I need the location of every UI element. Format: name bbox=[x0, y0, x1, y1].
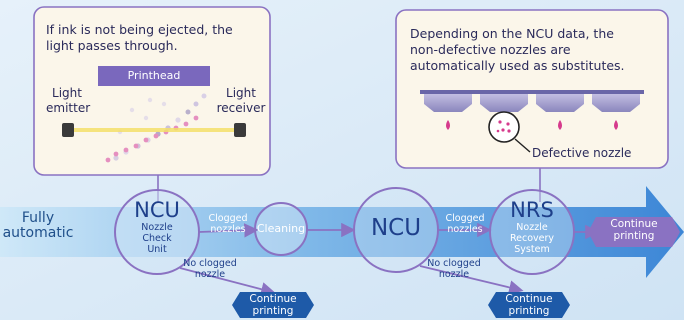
receiver-icon bbox=[234, 123, 246, 137]
automatic-label: automatic bbox=[2, 225, 74, 241]
continue-b1-line-2: printing bbox=[252, 305, 294, 317]
continue-printing-bottom-1 bbox=[232, 292, 314, 318]
no-clogged-2-line-2: nozzle bbox=[438, 269, 470, 280]
nrs-sub-1: Nozzle bbox=[516, 222, 548, 233]
arrow-to-cleaning bbox=[198, 223, 259, 238]
clogged-1-line-1: Clogged bbox=[208, 213, 248, 224]
ncu1-title: NCU bbox=[134, 198, 180, 222]
continue-b2-line-2: printing bbox=[508, 305, 550, 317]
right-callout-text: Depending on the NCU data, the non-defec… bbox=[410, 26, 625, 74]
continue-printing-bottom-2 bbox=[488, 292, 570, 318]
right-callout-line-3: automatically used as substitutes. bbox=[410, 58, 625, 73]
no-clogged-label-2: No clogged nozzle bbox=[424, 258, 484, 280]
printhead-bar bbox=[98, 66, 210, 86]
nrs-sub-3: System bbox=[514, 244, 550, 255]
nrs-sub-2: Recovery bbox=[509, 233, 555, 244]
clogged-label-1: Clogged nozzles bbox=[200, 213, 256, 235]
emitter-icon bbox=[62, 123, 74, 137]
defective-nozzle-label: Defective nozzle bbox=[532, 146, 632, 160]
right-callout-line-1: Depending on the NCU data, the bbox=[410, 26, 614, 41]
emitter-label: Light emitter bbox=[46, 86, 91, 116]
ncu1-sub-2: Check bbox=[142, 233, 172, 244]
receiver-label: Light receiver bbox=[216, 86, 266, 116]
arrow-no-clog-1 bbox=[179, 267, 276, 297]
left-callout bbox=[33, 6, 271, 202]
no-clogged-label-1: No clogged nozzle bbox=[180, 258, 240, 280]
nrs-subtitle: Nozzle Recovery System bbox=[492, 222, 572, 255]
ncu1-subtitle: Nozzle Check Unit bbox=[117, 222, 197, 255]
fully-label: Fully bbox=[21, 210, 55, 226]
emitter-label-1: Light bbox=[52, 86, 82, 100]
continue-right-line-2: printing bbox=[613, 230, 655, 242]
emitter-label-2: emitter bbox=[46, 101, 91, 115]
nozzle-row bbox=[420, 90, 644, 112]
defective-nozzle-marker bbox=[488, 111, 531, 153]
continue-b2-line-1: Continue bbox=[505, 293, 553, 305]
no-clogged-1-line-1: No clogged bbox=[183, 258, 237, 269]
no-clogged-1-line-2: nozzle bbox=[194, 269, 226, 280]
nrs-title: NRS bbox=[510, 198, 554, 222]
continue-b1-line-1: Continue bbox=[249, 293, 297, 305]
receiver-label-2: receiver bbox=[216, 101, 266, 115]
ncu1-sub-1: Nozzle bbox=[141, 222, 173, 233]
continue-printing-bottom-2-label: Continue printing bbox=[490, 293, 568, 317]
continue-printing-right bbox=[588, 217, 680, 247]
left-callout-line-2: light passes through. bbox=[46, 38, 178, 53]
clogged-2-line-1: Clogged bbox=[445, 213, 485, 224]
fully-automatic-label: Fully automatic bbox=[0, 211, 76, 241]
ncu1-sub-3: Unit bbox=[147, 244, 167, 255]
left-callout-line-1: If ink is not being ejected, the bbox=[46, 22, 233, 37]
printhead-label: Printhead bbox=[127, 69, 181, 82]
no-clogged-2-line-1: No clogged bbox=[427, 258, 481, 269]
arrow-no-clog-2 bbox=[419, 265, 524, 295]
right-callout-line-2: non-defective nozzles are bbox=[410, 42, 571, 57]
left-callout-text: If ink is not being ejected, the light p… bbox=[46, 22, 233, 54]
continue-printing-right-label: Continue printing bbox=[590, 218, 678, 242]
ncu2-title: NCU bbox=[370, 215, 422, 241]
receiver-label-1: Light bbox=[226, 86, 256, 100]
continue-printing-bottom-1-label: Continue printing bbox=[234, 293, 312, 317]
cleaning-label: Cleaning bbox=[256, 222, 306, 235]
continue-right-line-1: Continue bbox=[610, 218, 658, 230]
clogged-2-line-2: nozzles bbox=[447, 224, 483, 235]
clogged-1-line-2: nozzles bbox=[210, 224, 246, 235]
ink-drops bbox=[446, 120, 618, 130]
clogged-label-2: Clogged nozzles bbox=[440, 213, 490, 235]
right-callout bbox=[395, 9, 669, 202]
